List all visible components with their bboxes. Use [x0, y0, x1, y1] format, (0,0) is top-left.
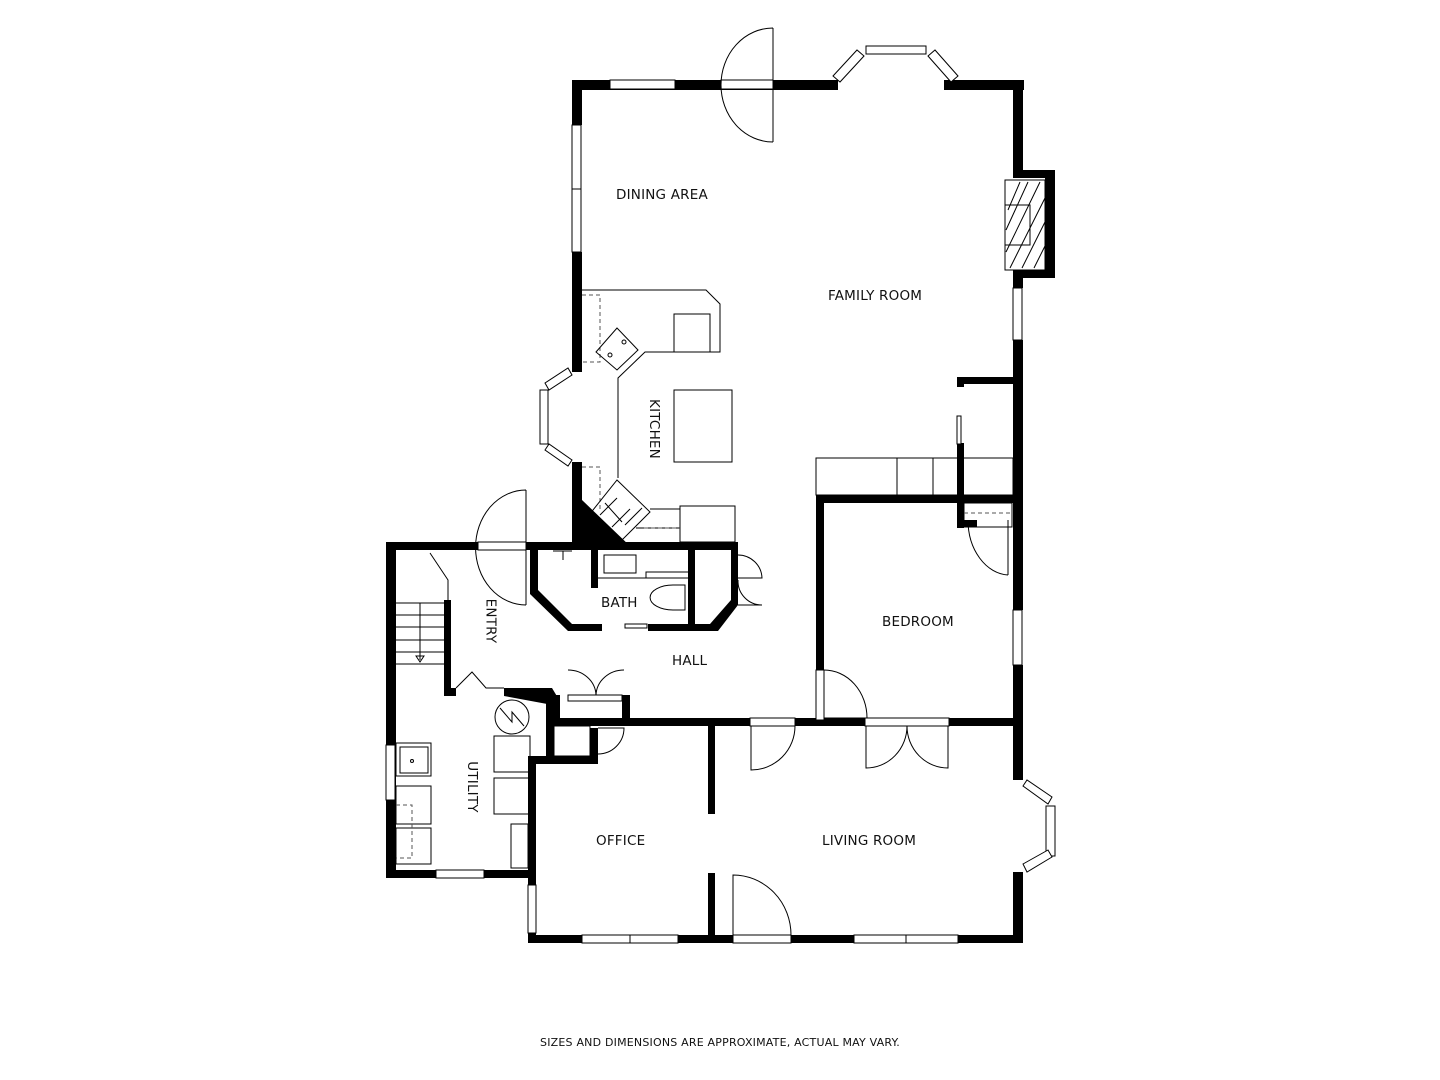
room-label-entry: ENTRY: [482, 598, 499, 644]
room-label-office: OFFICE: [596, 833, 646, 849]
windows: [385, 45, 1056, 944]
room-label-bedroom: BEDROOM: [882, 614, 954, 630]
bath-fixtures: [553, 550, 688, 611]
room-label-bath: BATH: [601, 595, 638, 611]
doors: [455, 27, 1009, 944]
room-label-dining-area: DINING AREA: [616, 187, 708, 203]
room-label-family-room: FAMILY ROOM: [828, 288, 923, 304]
kitchen-fixtures: [582, 289, 1014, 543]
fireplace: [1004, 179, 1046, 271]
room-label-utility: UTILITY: [463, 761, 480, 813]
stairs: [396, 552, 449, 665]
room-label-hall: HALL: [672, 653, 708, 669]
room-label-kitchen: KITCHEN: [645, 399, 662, 459]
utility-fixtures: [395, 699, 591, 869]
disclaimer-footer: SIZES AND DIMENSIONS ARE APPROXIMATE, AC…: [540, 1036, 900, 1049]
room-label-living-room: LIVING ROOM: [822, 833, 917, 849]
